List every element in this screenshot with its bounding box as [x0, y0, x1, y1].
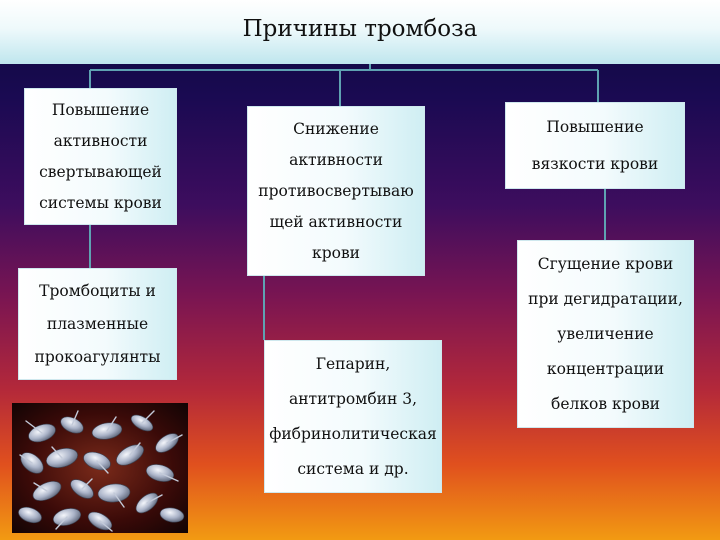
- box-line: системы крови: [39, 193, 162, 212]
- box-line: противосвертываю: [258, 181, 414, 200]
- box-coagulation-activity: Повышение активности свертывающей систем…: [24, 88, 177, 225]
- box-blood-thickening: Сгущение крови при дегидратации, увеличе…: [517, 240, 694, 428]
- box-line: активности: [53, 132, 148, 151]
- box-line: Повышение: [546, 118, 644, 137]
- box-line: антитромбин 3,: [288, 390, 418, 409]
- box-line: свертывающей: [39, 162, 162, 181]
- box-line: белков крови: [550, 394, 661, 413]
- box-anticoagulation-activity: Снижение активности противосвертываю щей…: [247, 106, 425, 276]
- box-line: Гепарин,: [315, 355, 391, 374]
- title-bar: [0, 0, 720, 64]
- box-line: фибринолитическая: [269, 424, 437, 443]
- box-line: система и др.: [297, 459, 409, 478]
- box-line: активности: [289, 150, 383, 169]
- slide-title: Причины тромбоза: [242, 16, 478, 42]
- box-line: крови: [312, 244, 360, 263]
- box-line: при дегидратации,: [528, 290, 683, 309]
- box-platelets-procoagulants: Тромбоциты и плазменные прокоагулянты: [18, 268, 177, 380]
- box-line: вязкости крови: [531, 154, 659, 173]
- box-line: плазменные: [46, 314, 149, 333]
- box-line: Снижение: [293, 119, 379, 138]
- box-line: Повышение: [51, 101, 150, 120]
- box-line: концентрации: [546, 359, 665, 378]
- platelets-image: [12, 403, 188, 533]
- box-blood-viscosity: Повышение вязкости крови: [505, 102, 685, 189]
- box-heparin-antithrombin: Гепарин, антитромбин 3, фибринолитическа…: [264, 340, 442, 493]
- box-line: Сгущение крови: [537, 255, 674, 274]
- box-line: щей активности: [269, 213, 403, 232]
- box-line: Тромбоциты и: [39, 282, 156, 301]
- platelets-illustration: [12, 403, 188, 533]
- box-line: увеличение: [557, 324, 654, 343]
- box-line: прокоагулянты: [34, 347, 161, 366]
